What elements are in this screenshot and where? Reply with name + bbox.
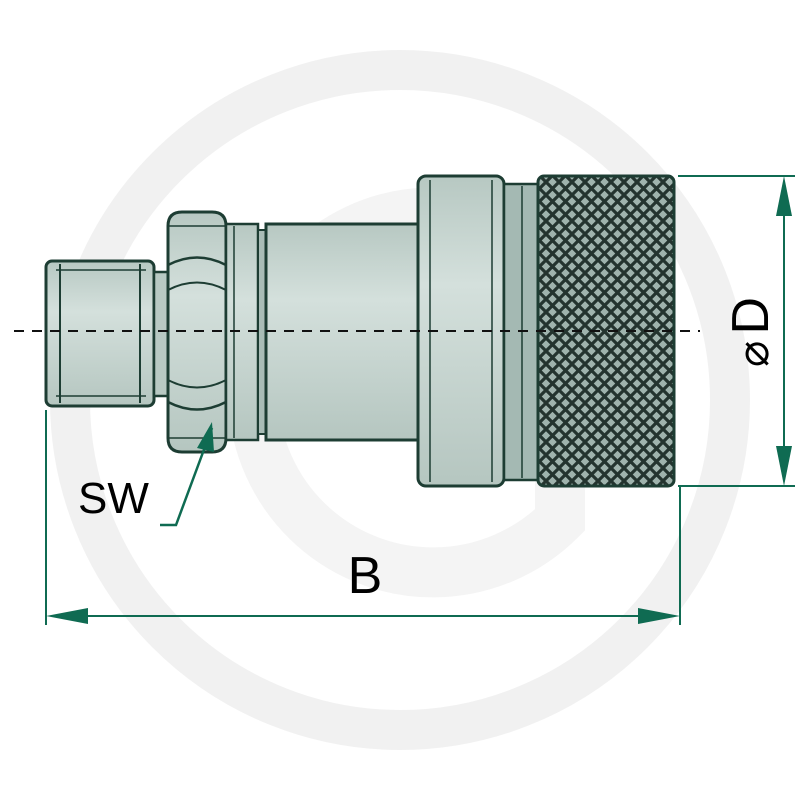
collar: [152, 270, 170, 398]
diameter-dimension: ⌀D: [722, 176, 792, 486]
diameter-letter: D: [722, 297, 780, 335]
length-dimension: B: [46, 547, 680, 624]
diameter-symbol: ⌀: [729, 341, 778, 368]
wrench-size-leader: SW: [78, 422, 214, 527]
extension-lines: [45, 175, 795, 625]
diameter-label: ⌀D: [722, 297, 780, 367]
threaded-end: [44, 259, 156, 408]
wrench-size-label: SW: [78, 474, 149, 523]
length-label: B: [348, 547, 383, 605]
flange: [416, 174, 506, 488]
